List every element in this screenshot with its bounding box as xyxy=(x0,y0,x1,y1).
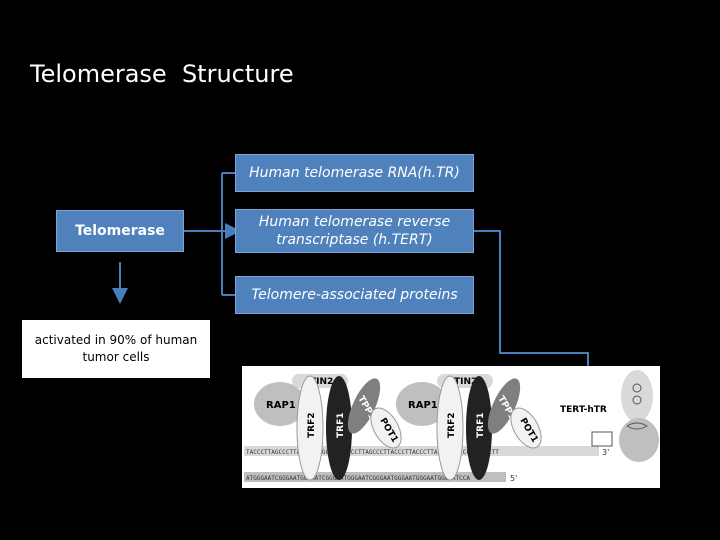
trf1-shape-2 xyxy=(466,376,492,480)
svg-text:TIN2: TIN2 xyxy=(310,377,333,387)
component-proteins-box: Telomere-associated proteins xyxy=(235,276,474,314)
strand-end-3: 3' xyxy=(602,448,609,457)
bottom-strand-text: ATGGGAATCGGGAATGGGAATCGGGAATGGGAATCGGGAA… xyxy=(246,475,470,482)
pot1-shape-2 xyxy=(510,407,542,449)
slide-title: Telomerase Structure xyxy=(30,60,294,88)
tert-htr-complex: TERT-hTR xyxy=(560,370,659,462)
tpp1-shape-2 xyxy=(487,378,521,434)
top-strand-bar xyxy=(244,446,599,456)
trf2-shape-1 xyxy=(296,375,324,481)
svg-text:TRF1: TRF1 xyxy=(336,413,346,438)
tpp1-shape-1 xyxy=(347,378,381,434)
svg-text:RAP1: RAP1 xyxy=(408,400,438,411)
tert-lower-shape xyxy=(619,418,659,462)
trf2-shape-2 xyxy=(436,375,464,481)
bottom-strand-bar xyxy=(244,472,506,482)
pot1-shape-1 xyxy=(370,407,402,449)
component-htr-box: Human telomerase RNA(h.TR) xyxy=(235,154,474,192)
svg-text:TRF2: TRF2 xyxy=(307,413,317,438)
svg-text:RAP1: RAP1 xyxy=(266,400,296,411)
strand-end-5: 5' xyxy=(510,474,517,483)
shelterin-complex-2: RAP1 TIN2 TRF2 TRF1 TPP1 POT1 xyxy=(396,374,542,481)
svg-text:TRF2: TRF2 xyxy=(447,413,457,438)
telomere-complex-figure: TACCCTTAGCCCTTACCCTTAGCCCTTACCCTTAGCCCTT… xyxy=(242,366,660,488)
svg-text:TRF1: TRF1 xyxy=(476,413,486,438)
svg-text:TIN2: TIN2 xyxy=(454,377,477,387)
tumor-note-box: activated in 90% of human tumor cells xyxy=(21,319,211,379)
top-strand-text: TACCCTTAGCCCTTACCCTTAGCCCTTACCCTTAGCCCTT… xyxy=(246,449,499,456)
rap1-shape-1 xyxy=(254,382,306,426)
shelterin-complex-1: RAP1 TIN2 TRF2 TRF1 TPP1 POT1 xyxy=(254,374,402,481)
rap1-shape-2 xyxy=(396,382,448,426)
trf1-shape-1 xyxy=(326,376,352,480)
svg-text:TERT-hTR: TERT-hTR xyxy=(560,405,607,415)
component-htert-box: Human telomerase reverse transcriptase (… xyxy=(235,209,474,253)
shelterin-diagram: TACCCTTAGCCCTTACCCTTAGCCCTTACCCTTAGCCCTT… xyxy=(244,370,659,483)
telomerase-box: Telomerase xyxy=(56,210,184,252)
